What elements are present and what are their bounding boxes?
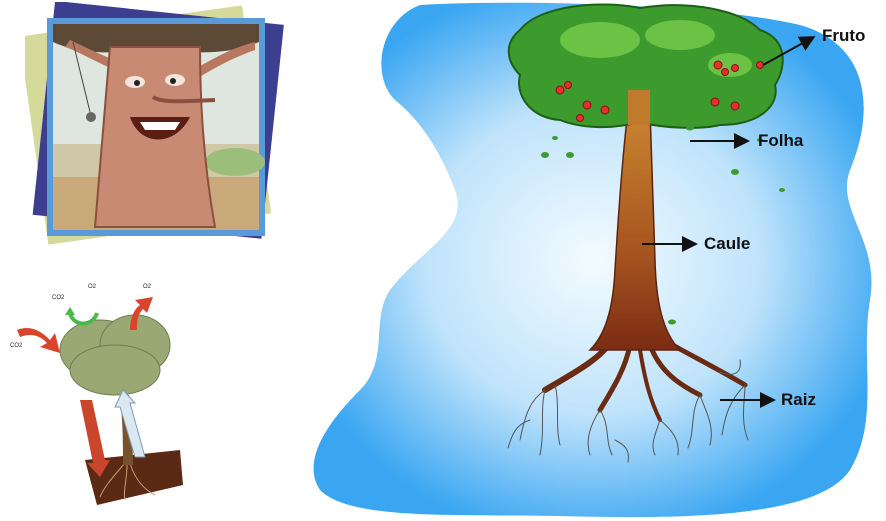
label-folha: Folha xyxy=(758,131,803,151)
co2-in-arrow xyxy=(17,328,60,353)
cycle-label-o2-right: O2 xyxy=(143,284,151,290)
label-fruto: Fruto xyxy=(822,26,865,46)
label-caule: Caule xyxy=(704,234,750,254)
small-canopy xyxy=(60,315,170,395)
label-raiz: Raiz xyxy=(781,390,816,410)
cycle-label-co2-bottom: CO2 xyxy=(10,343,22,349)
down-arrow xyxy=(80,400,110,477)
cycle-label-co2-left: CO2 xyxy=(52,295,64,301)
cycle-label-o2-top: O2 xyxy=(88,284,96,290)
cartoon-tree-photo xyxy=(25,2,295,257)
photosynthesis-cycle-diagram xyxy=(5,285,195,515)
